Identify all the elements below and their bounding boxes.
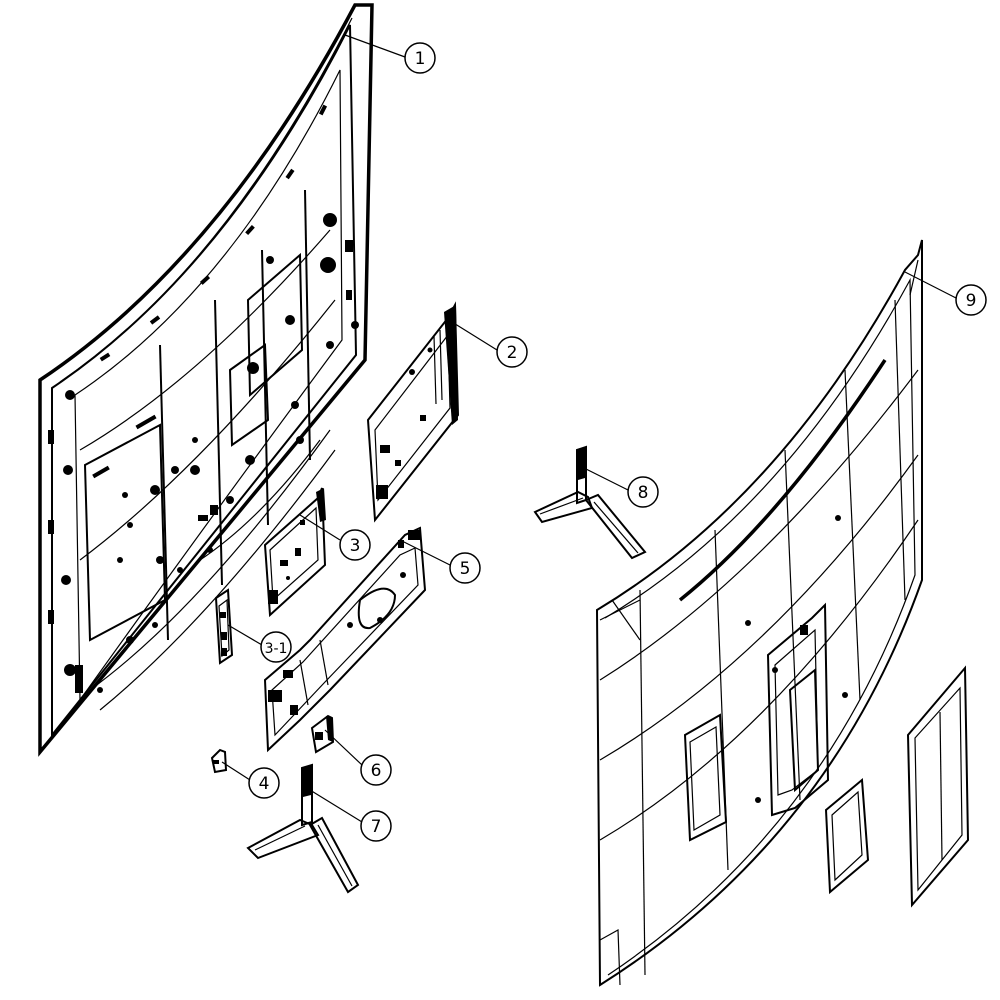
callout-4: 4 [221,761,280,799]
callout-5: 5 [399,539,481,584]
side-cover-panel [906,665,970,908]
part-3-main-board [263,487,327,618]
callout-6-label: 6 [371,761,382,781]
part-4-clip [210,748,228,774]
callout-3: 3 [299,514,371,561]
part-1-panel-frame [38,3,374,757]
callout-1-label: 1 [415,49,426,69]
callout-7: 7 [309,789,392,842]
callout-8: 8 [583,467,659,508]
part-9-rear-cover [595,239,923,987]
part-8-stand-leg [533,445,647,560]
callout-1: 1 [344,34,436,74]
callout-3-1-label: 3-1 [265,641,288,657]
callout-7-label: 7 [371,817,382,837]
part-7-stand-leg [246,763,360,894]
callout-5-label: 5 [460,559,471,579]
callout-9-label: 9 [966,291,977,311]
small-cover-panel [824,777,870,895]
callout-8-label: 8 [638,483,649,503]
callout-3-1: 3-1 [227,624,292,663]
callout-6: 6 [324,729,392,786]
callout-3-label: 3 [350,536,361,556]
callout-2-label: 2 [507,343,518,363]
part-2-board [366,301,460,523]
part-5-bracket [263,526,427,753]
callout-2: 2 [451,321,528,368]
callout-9: 9 [904,271,987,316]
callout-4-label: 4 [259,774,270,794]
part-3-1-small-board [214,588,234,665]
